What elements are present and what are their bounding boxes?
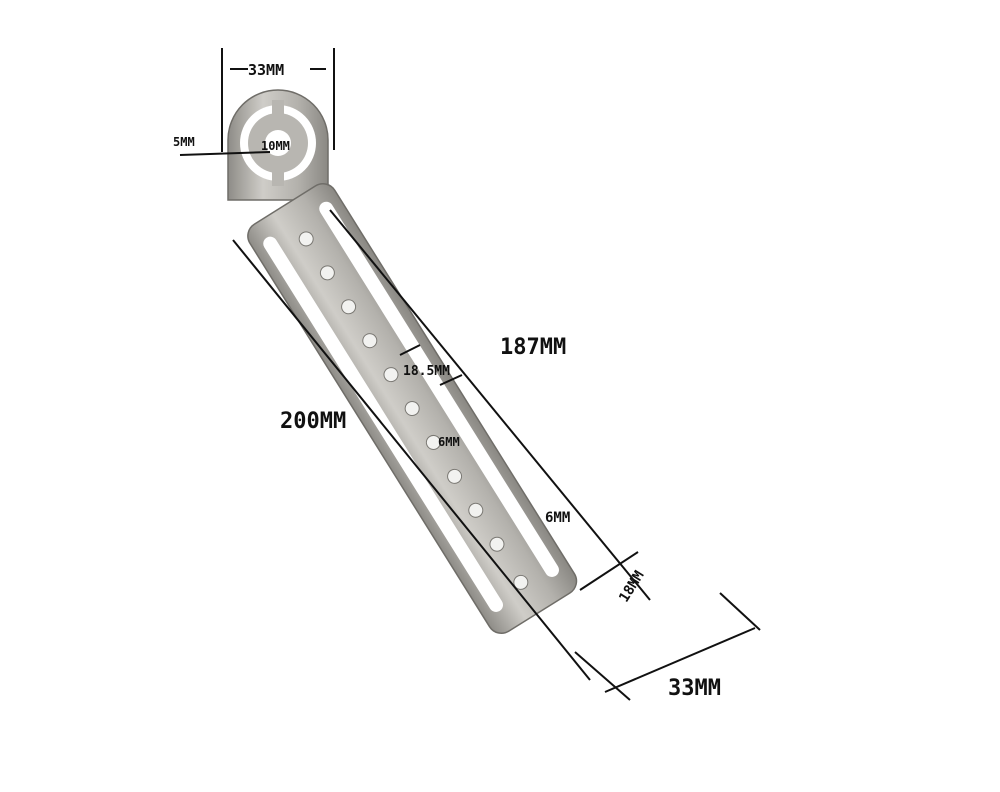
label-ring-offset: 5MM	[173, 135, 195, 149]
label-top-width: 33MM	[248, 61, 284, 79]
label-inner-slot-length: 187MM	[500, 335, 566, 360]
label-bottom-width: 33MM	[668, 676, 721, 701]
label-hole-diameter-2: 6MM	[545, 510, 570, 526]
label-slot-spacing: 18MM	[616, 568, 647, 605]
dimension-lines	[179, 48, 761, 701]
bracket-upright-tab	[227, 89, 329, 201]
label-overall-length: 200MM	[280, 409, 346, 434]
label-hole-diameter-1: 6MM	[438, 435, 460, 449]
label-hole-pitch: 18.5MM	[403, 364, 450, 379]
label-center-hole: 10MM	[261, 139, 290, 153]
